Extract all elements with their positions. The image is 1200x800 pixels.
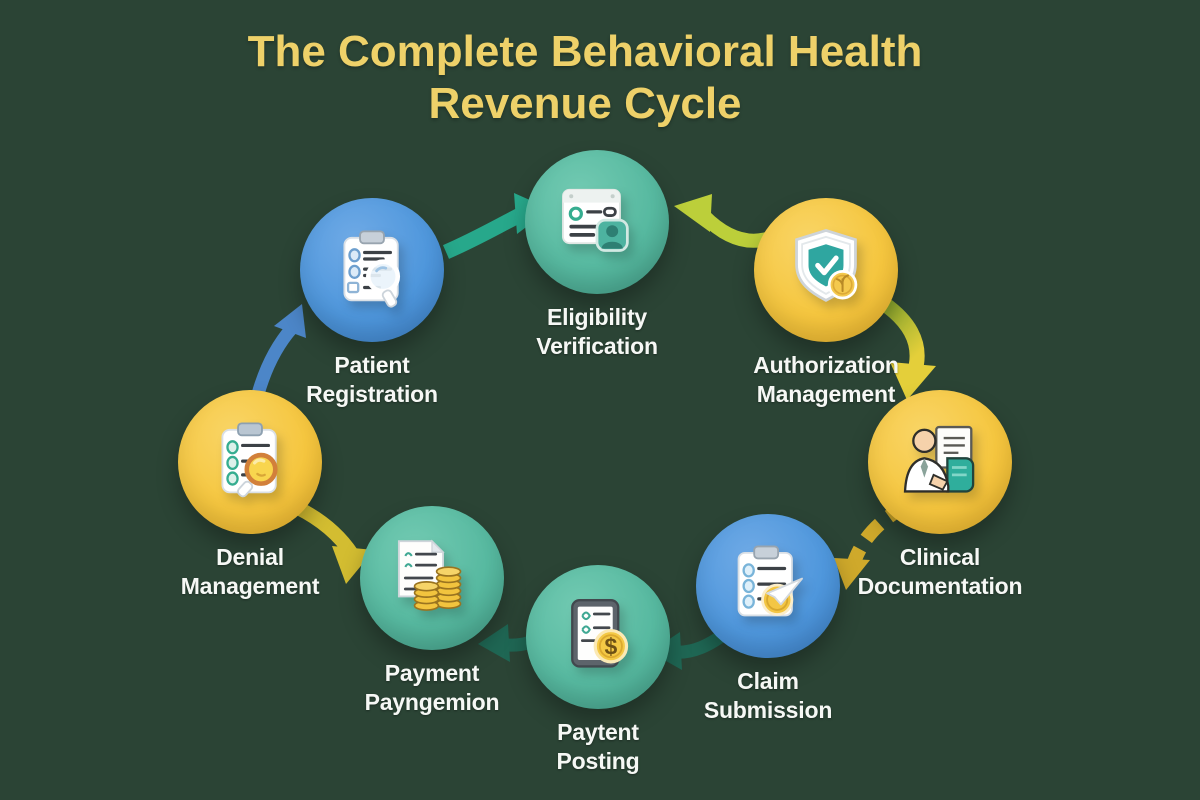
authorization-management-circle (754, 198, 898, 342)
form-avatar-icon (562, 188, 629, 252)
claim-submission-circle (696, 514, 840, 658)
node-patient-registration: Patient Registration (260, 198, 484, 408)
arrow-denial-to-patient-icon (251, 304, 306, 396)
eligibility-verification-label: Eligibility Verification (536, 304, 658, 359)
payment-reconciliation-label: Payment Payngemion (364, 660, 500, 715)
node-claim-submission: Claim Submission (656, 514, 880, 724)
clipboard-magnifier-icon (343, 230, 401, 308)
invoice-coin-stacks-icon (397, 539, 462, 611)
node-clinical-documentation: Clinical Documentation (828, 390, 1052, 600)
clinical-documentation-label: Clinical Documentation (857, 544, 1023, 599)
payment-reconciliation-circle (360, 506, 504, 650)
clipboard-send-coin-icon (737, 545, 803, 617)
payment-posting-circle: $ (526, 565, 670, 709)
claim-submission-label: Claim Submission (703, 668, 833, 723)
node-payment-posting: $ Paytent Posting (486, 565, 710, 775)
patient-registration-label: Patient Registration (306, 352, 438, 407)
node-authorization-management: Authorization Management (714, 198, 938, 408)
patient-registration-circle (300, 198, 444, 342)
clipboard-search-icon (221, 422, 278, 498)
payment-posting-label: Paytent Posting (556, 719, 640, 774)
denial-management-circle (178, 390, 322, 534)
shield-check-coin-icon (795, 228, 858, 302)
authorization-management-label: Authorization Management (753, 352, 899, 407)
node-eligibility-verification: Eligibility Verification (485, 150, 709, 360)
doctor-chart-icon (903, 425, 975, 493)
denial-management-label: Denial Management (180, 544, 320, 599)
clinical-documentation-circle (868, 390, 1012, 534)
page-title: The Complete Behavioral Health Revenue C… (0, 26, 1170, 130)
eligibility-verification-circle (525, 150, 669, 294)
tablet-dollar-coin-icon: $ (571, 599, 629, 668)
node-denial-management: Denial Management (138, 390, 362, 600)
dollar-glyph: $ (604, 633, 617, 659)
title-line-2: Revenue Cycle (428, 78, 742, 128)
node-payment-reconciliation: Payment Payngemion (320, 506, 544, 716)
title-line-1: The Complete Behavioral Health (247, 27, 923, 76)
